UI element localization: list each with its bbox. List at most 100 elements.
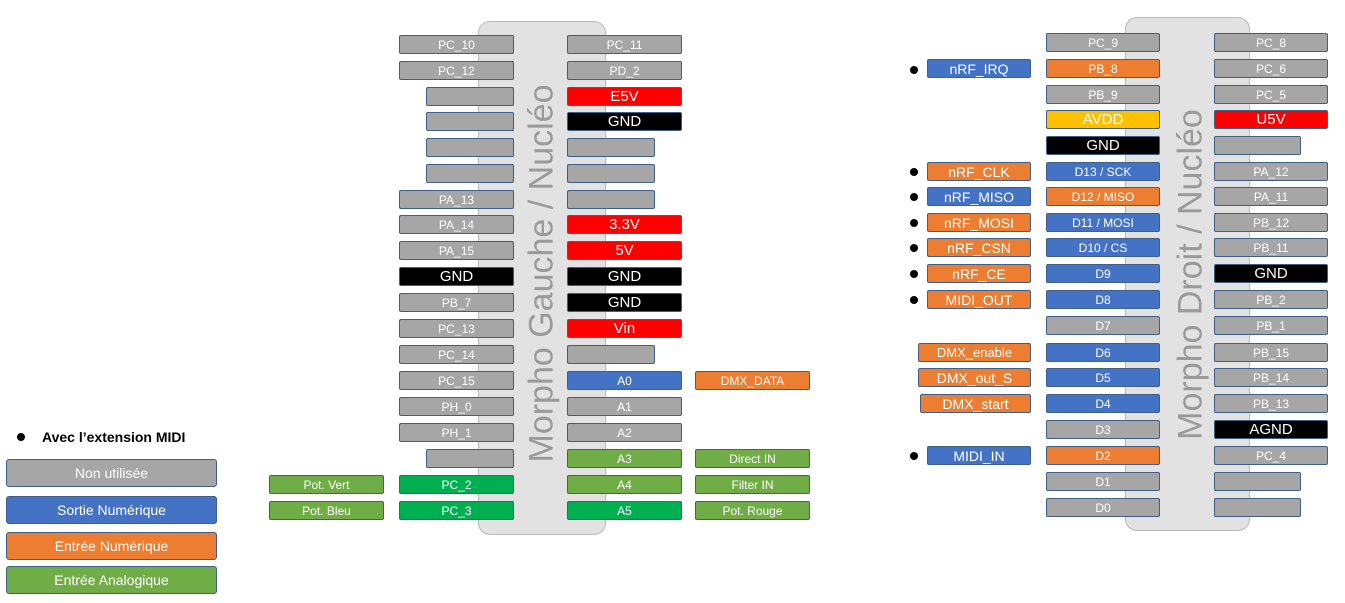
left-pin-pb7: PB_7 <box>399 293 514 312</box>
left-pin-a0: A0 <box>567 371 682 390</box>
left-pin-pa13: PA_13 <box>399 190 514 209</box>
midi-out-label: MIDI_OUT <box>927 290 1031 309</box>
right-pin-d5: D5 <box>1046 368 1160 387</box>
right-pin-pb8: PB_8 <box>1046 59 1160 78</box>
legend-bullet-icon <box>17 433 25 441</box>
right-pin-d10: D10 / CS <box>1046 238 1160 257</box>
left-pin-pc11: PC_11 <box>567 35 682 54</box>
midi-bullet-icon <box>910 193 918 201</box>
nrf-csn-label: nRF_CSN <box>927 238 1031 257</box>
nrf-miso-label: nRF_MISO <box>927 187 1031 206</box>
left-pin-pc14: PC_14 <box>399 345 514 364</box>
left-pin-a5: A5 <box>567 501 682 520</box>
right-pin-pc4: PC_4 <box>1214 446 1328 465</box>
midi-bullet-icon <box>910 296 918 304</box>
pot-rouge-label: Pot. Rouge <box>695 501 810 520</box>
right-pin-empty <box>1214 136 1301 155</box>
right-pin-pa11: PA_11 <box>1214 187 1328 206</box>
left-pin-empty <box>567 138 655 157</box>
legend-non-utilisee: Non utilisée <box>6 459 217 487</box>
right-pin-d2: D2 <box>1046 446 1160 465</box>
left-pin-pc2: PC_2 <box>399 475 514 494</box>
right-pin-d3: D3 <box>1046 420 1160 439</box>
left-pin-gnd: GND <box>567 267 682 286</box>
right-pin-d12: D12 / MISO <box>1046 187 1160 206</box>
left-pin-empty <box>426 138 514 157</box>
right-pin-d1: D1 <box>1046 472 1160 491</box>
left-pin-pc15: PC_15 <box>399 371 514 390</box>
legend-title: Avec l’extension MIDI <box>42 429 186 445</box>
direct-in-label: Direct IN <box>695 449 810 468</box>
left-pin-pc10: PC_10 <box>399 35 514 54</box>
right-pin-pb2: PB_2 <box>1214 290 1328 309</box>
left-pin-ph1: PH_1 <box>399 423 514 442</box>
midi-bullet-icon <box>910 452 918 460</box>
right-pin-pb1: PB_1 <box>1214 316 1328 335</box>
legend-entree-analogique: Entrée Analogique <box>6 566 217 594</box>
left-pin-pc3: PC_3 <box>399 501 514 520</box>
dmx-data-label: DMX_DATA <box>695 371 810 390</box>
midi-bullet-icon <box>910 168 918 176</box>
nrf-ce-label: nRF_CE <box>927 264 1031 283</box>
left-pin-a1: A1 <box>567 397 682 416</box>
dmx-out-s-label: DMX_out_S <box>918 368 1031 387</box>
right-pin-avdd: AVDD <box>1046 110 1160 129</box>
right-pin-pc9: PC_9 <box>1046 33 1160 52</box>
right-pin-pb13: PB_13 <box>1214 394 1328 413</box>
right-pin-pb14: PB_14 <box>1214 368 1328 387</box>
left-pin-empty <box>426 164 514 183</box>
right-pin-pc6: PC_6 <box>1214 59 1328 78</box>
right-pin-pc8: PC_8 <box>1214 33 1328 52</box>
legend-sortie-numerique: Sortie Numérique <box>6 496 217 524</box>
right-pin-d4: D4 <box>1046 394 1160 413</box>
right-pin-d8: D8 <box>1046 290 1160 309</box>
midi-bullet-icon <box>910 270 918 278</box>
nrf-irq-label: nRF_IRQ <box>927 59 1031 78</box>
right-board-title: Morpho Droit / Nucléo <box>1171 109 1210 440</box>
right-pin-gnd: GND <box>1046 136 1160 155</box>
right-pin-pa12: PA_12 <box>1214 162 1328 181</box>
nrf-clk-label: nRF_CLK <box>927 162 1031 181</box>
left-pin-pc12: PC_12 <box>399 61 514 80</box>
midi-bullet-icon <box>910 244 918 252</box>
left-pin-empty <box>426 87 514 106</box>
left-pin-gnd: GND <box>399 267 514 286</box>
dmx-enable-label: DMX_enable <box>918 343 1031 362</box>
left-pin-pd2: PD_2 <box>567 61 682 80</box>
right-pin-d7: D7 <box>1046 316 1160 335</box>
right-pin-agnd: AGND <box>1214 420 1328 439</box>
pot-vert-label: Pot. Vert <box>269 475 384 494</box>
right-pin-d13: D13 / SCK <box>1046 162 1160 181</box>
left-pin-pa15: PA_15 <box>399 241 514 260</box>
right-pin-d11: D11 / MOSI <box>1046 213 1160 232</box>
left-pin-empty <box>426 112 514 131</box>
left-pin-vin: Vin <box>567 319 682 338</box>
left-pin-e5v: E5V <box>567 87 682 106</box>
right-pin-u5v: U5V <box>1214 110 1328 129</box>
left-pin-empty <box>426 449 514 468</box>
right-pin-pb15: PB_15 <box>1214 343 1328 362</box>
right-pin-empty <box>1214 472 1301 491</box>
left-pin-5v: 5V <box>567 241 682 260</box>
right-pin-pb9: PB_9 <box>1046 85 1160 104</box>
left-pin-empty <box>567 190 655 209</box>
right-pin-empty <box>1214 498 1301 517</box>
dmx-start-label: DMX_start <box>920 394 1031 413</box>
left-pin-gnd: GND <box>567 112 682 131</box>
right-pin-d9: D9 <box>1046 264 1160 283</box>
nrf-mosi-label: nRF_MOSI <box>927 213 1031 232</box>
right-pin-pc5: PC_5 <box>1214 85 1328 104</box>
left-pin-a2: A2 <box>567 423 682 442</box>
left-pin-a4: A4 <box>567 475 682 494</box>
left-pin-pc13: PC_13 <box>399 319 514 338</box>
legend-entree-numerique: Entrée Numérique <box>6 532 217 560</box>
left-pin-ph0: PH_0 <box>399 397 514 416</box>
right-pin-gnd: GND <box>1214 264 1328 283</box>
midi-bullet-icon <box>910 219 918 227</box>
right-pin-pb12: PB_12 <box>1214 213 1328 232</box>
pot-bleu-label: Pot. Bleu <box>269 501 384 520</box>
midi-in-label: MIDI_IN <box>927 446 1031 465</box>
right-pin-d0: D0 <box>1046 498 1160 517</box>
right-pin-d6: D6 <box>1046 343 1160 362</box>
left-pin-gnd: GND <box>567 293 682 312</box>
